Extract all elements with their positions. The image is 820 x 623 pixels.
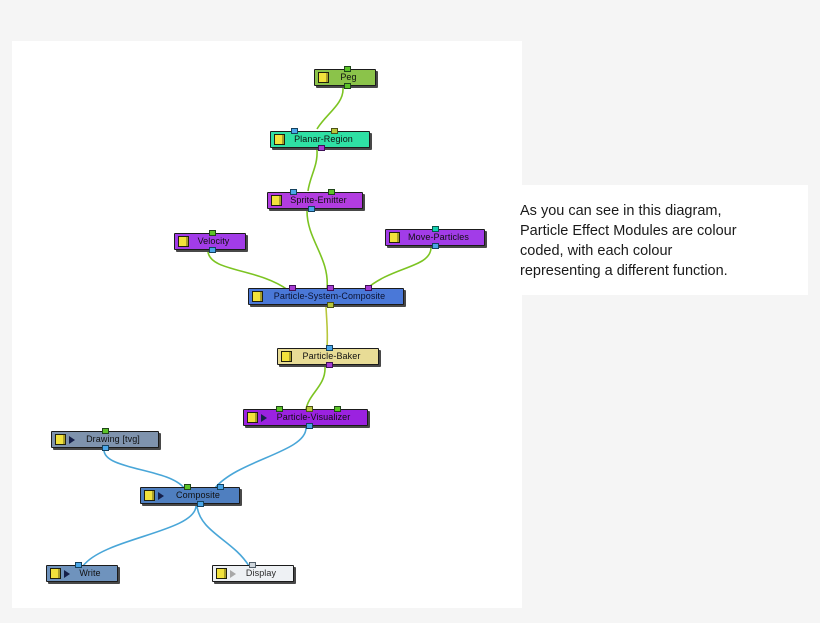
input-port[interactable] xyxy=(276,406,283,412)
output-port[interactable] xyxy=(344,83,351,89)
input-port[interactable] xyxy=(331,128,338,134)
wire-drawing-to-composite[interactable] xyxy=(103,449,185,489)
node-label: Particle-System-Composite xyxy=(273,291,386,301)
play-preview-icon[interactable] xyxy=(261,413,267,422)
node-drawing-tvg[interactable]: Drawing [tvg] xyxy=(51,428,159,451)
node-particle-visualizer[interactable]: Particle-Visualizer xyxy=(243,406,368,429)
wire-psc-to-baker[interactable] xyxy=(325,306,329,350)
node-peg[interactable]: Peg xyxy=(314,66,376,89)
wire-sprite-to-psc[interactable] xyxy=(306,210,328,290)
input-port[interactable] xyxy=(328,189,335,195)
card-icon xyxy=(274,134,285,145)
input-port[interactable] xyxy=(344,66,351,72)
play-preview-icon[interactable] xyxy=(69,435,75,444)
card-icon xyxy=(271,195,282,206)
card-icon xyxy=(318,72,329,83)
annotation-note-panel: As you can see in this diagram, Particle… xyxy=(512,185,808,295)
input-port[interactable] xyxy=(184,484,191,490)
wire-composite-to-display[interactable] xyxy=(196,505,250,567)
card-icon xyxy=(178,236,189,247)
output-port[interactable] xyxy=(432,243,439,249)
input-port[interactable] xyxy=(432,226,439,232)
wire-move-to-psc[interactable] xyxy=(364,247,432,291)
node-label: Peg xyxy=(340,72,357,82)
node-label: Move-Particles xyxy=(408,232,469,242)
node-label: Particle-Baker xyxy=(302,351,361,361)
play-preview-icon[interactable] xyxy=(64,569,70,578)
play-preview-icon[interactable] xyxy=(230,569,236,578)
input-port[interactable] xyxy=(209,230,216,236)
node-particle-baker[interactable]: Particle-Baker xyxy=(277,345,379,368)
wire-peg-to-planar[interactable] xyxy=(316,87,344,130)
output-port[interactable] xyxy=(209,247,216,253)
node-label: Sprite-Emitter xyxy=(290,195,347,205)
node-velocity[interactable]: Velocity xyxy=(174,230,246,253)
wire-visual-to-composite[interactable] xyxy=(214,427,307,489)
card-icon xyxy=(50,568,61,579)
node-label: Write xyxy=(79,568,101,578)
play-preview-icon[interactable] xyxy=(158,491,164,500)
wire-baker-to-visual[interactable] xyxy=(305,366,326,411)
output-port[interactable] xyxy=(197,501,204,507)
output-port[interactable] xyxy=(102,445,109,451)
input-port[interactable] xyxy=(306,406,313,412)
output-port[interactable] xyxy=(327,302,334,308)
input-port[interactable] xyxy=(102,428,109,434)
wire-planar-to-sprite[interactable] xyxy=(307,149,318,192)
input-port[interactable] xyxy=(365,285,372,291)
input-port[interactable] xyxy=(75,562,82,568)
node-sprite-emitter[interactable]: Sprite-Emitter xyxy=(267,189,363,212)
node-particle-system-composite[interactable]: Particle-System-Composite xyxy=(248,285,404,308)
node-label: Composite xyxy=(176,490,220,500)
card-icon xyxy=(252,291,263,302)
wire-velocity-to-psc[interactable] xyxy=(207,251,289,291)
wire-composite-to-write[interactable] xyxy=(82,505,197,567)
node-label: Drawing [tvg] xyxy=(86,434,140,444)
card-icon xyxy=(281,351,292,362)
input-port[interactable] xyxy=(334,406,341,412)
node-display[interactable]: Display xyxy=(212,562,294,582)
output-port[interactable] xyxy=(326,362,333,368)
node-view-canvas xyxy=(12,41,522,608)
input-port[interactable] xyxy=(249,562,256,568)
input-port[interactable] xyxy=(327,285,334,291)
card-icon xyxy=(55,434,66,445)
input-port[interactable] xyxy=(290,189,297,195)
node-move-particles[interactable]: Move-Particles xyxy=(385,226,485,249)
output-port[interactable] xyxy=(318,145,325,151)
input-port[interactable] xyxy=(289,285,296,291)
input-port[interactable] xyxy=(291,128,298,134)
node-composite[interactable]: Composite xyxy=(140,484,240,507)
node-label: Planar-Region xyxy=(294,134,353,144)
node-label: Particle-Visualizer xyxy=(276,412,351,422)
annotation-note-text: As you can see in this diagram, Particle… xyxy=(520,203,737,279)
node-write[interactable]: Write xyxy=(46,562,118,582)
card-icon xyxy=(216,568,227,579)
input-port[interactable] xyxy=(217,484,224,490)
card-icon xyxy=(389,232,400,243)
output-port[interactable] xyxy=(308,206,315,212)
node-label: Velocity xyxy=(197,236,230,246)
node-planar-region[interactable]: Planar-Region xyxy=(270,128,370,151)
node-label: Display xyxy=(245,568,277,578)
output-port[interactable] xyxy=(306,423,313,429)
card-icon xyxy=(144,490,155,501)
card-icon xyxy=(247,412,258,423)
input-port[interactable] xyxy=(326,345,333,351)
